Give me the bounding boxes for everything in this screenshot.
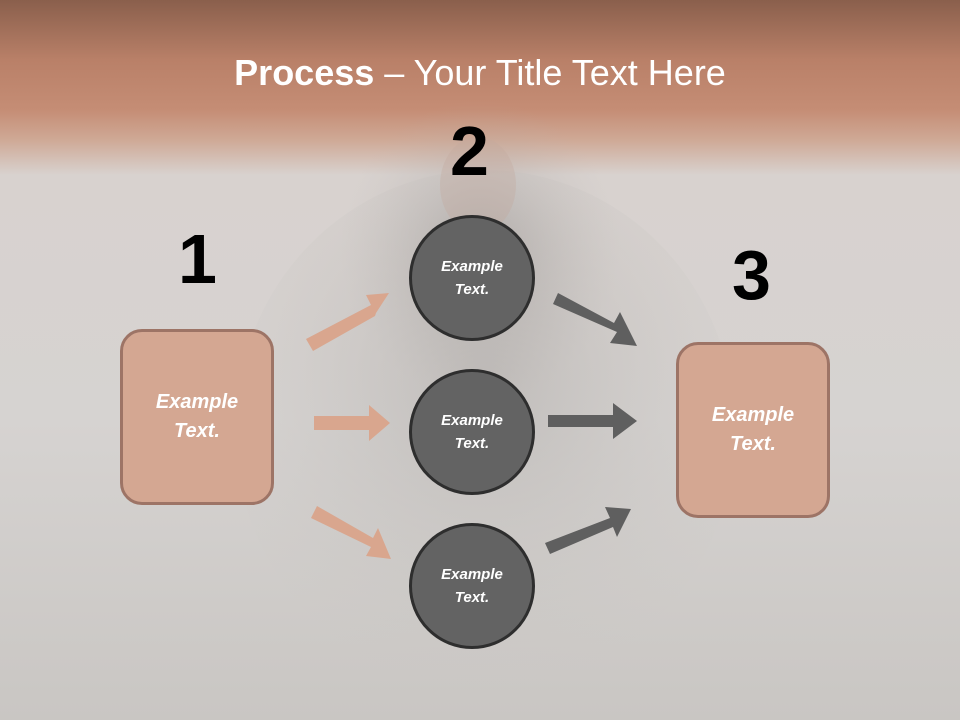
left-arrow-up xyxy=(306,293,389,351)
right-arrow-up xyxy=(545,507,631,554)
right-arrow-down xyxy=(553,293,637,346)
left-arrow-middle xyxy=(314,405,390,441)
right-box-text: Example Text. xyxy=(711,404,795,455)
circle-middle-text: Example Text. xyxy=(441,412,503,452)
step-number-3: 3 xyxy=(732,236,771,314)
circle-top-text: Example Text. xyxy=(441,258,503,298)
circle-top: Example Text. xyxy=(409,215,535,341)
step-number-2: 2 xyxy=(450,112,489,190)
circle-middle: Example Text. xyxy=(409,369,535,495)
left-box: Example Text. xyxy=(120,329,274,505)
circle-bottom-text: Example Text. xyxy=(441,566,503,606)
page-title: Process – Your Title Text Here xyxy=(0,52,960,94)
left-arrow-down xyxy=(311,506,391,559)
title-bold: Process xyxy=(234,52,375,93)
step-number-1: 1 xyxy=(178,220,217,298)
title-rest: – Your Title Text Here xyxy=(374,52,726,93)
right-arrow-middle xyxy=(548,403,637,439)
circle-bottom: Example Text. xyxy=(409,523,535,649)
left-box-text: Example Text. xyxy=(155,391,239,442)
right-box: Example Text. xyxy=(676,342,830,518)
